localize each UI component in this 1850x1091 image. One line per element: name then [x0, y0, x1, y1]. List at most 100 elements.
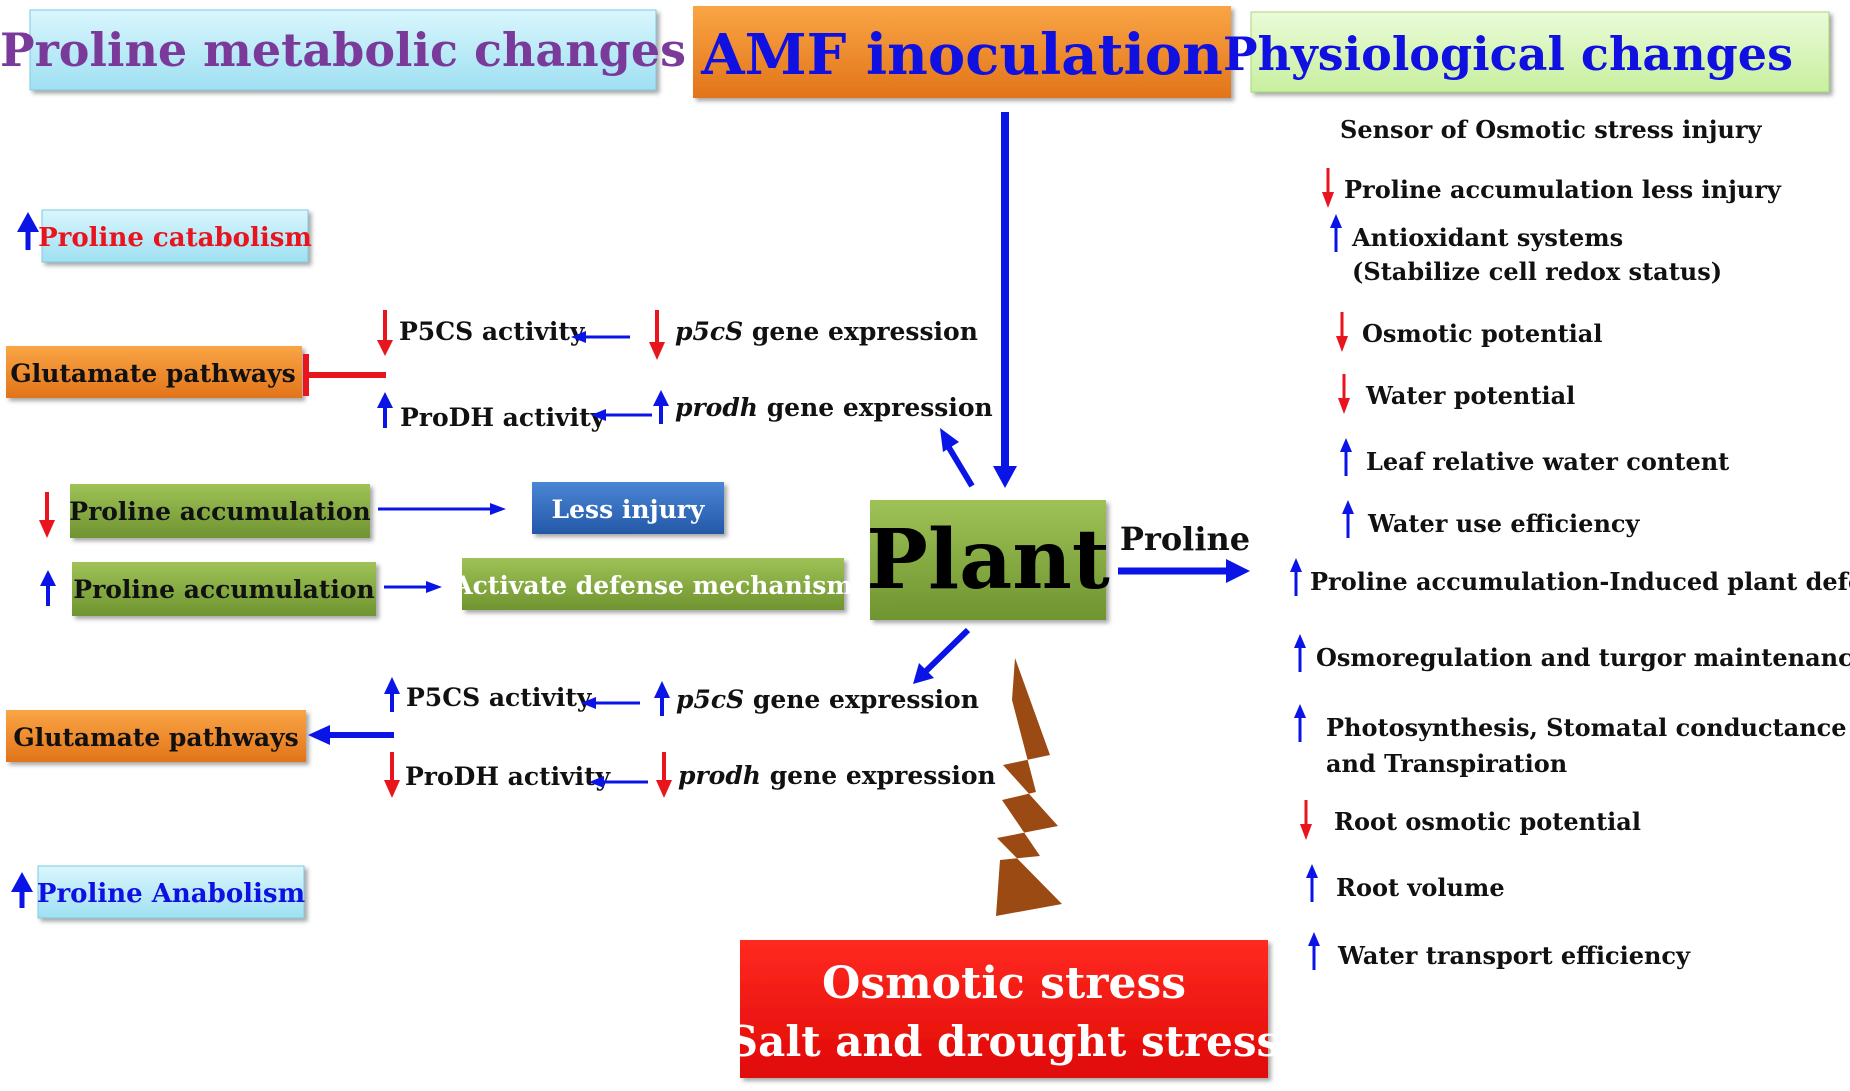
catabolism-group: Proline catabolism	[17, 209, 312, 263]
anabolism-label: Proline Anabolism	[37, 879, 305, 909]
bot-p5cs-up-arrowhead	[384, 677, 400, 694]
physio-item-label: Root volume	[1336, 873, 1505, 902]
physio-up-arrowhead	[1308, 932, 1320, 946]
top-prodh-up-arrowhead	[377, 392, 393, 408]
bot-p5cs-label: P5CS activity	[406, 683, 593, 712]
plant-box	[870, 500, 1106, 620]
osmotic-stress-subtitle: (Salt and drought stress)	[708, 1017, 1300, 1066]
physio-up-arrowhead	[1340, 438, 1352, 452]
plant-label: Plant	[866, 512, 1110, 608]
physio-up-arrowhead	[1294, 634, 1306, 648]
accumulation-row-2: Proline accumulation Activate defense me…	[40, 558, 853, 616]
physio-up-arrowhead	[1330, 214, 1342, 228]
plant-to-p5cs-arrowhead	[913, 663, 934, 684]
physio-item-label: Photosynthesis, Stomatal conductance	[1326, 713, 1847, 742]
top-prodh-gene-label: prodh gene expression	[675, 393, 993, 422]
physio-item-label-continued: and Transpiration	[1326, 749, 1567, 778]
bot-prodh-gene-label: prodh gene expression	[678, 761, 996, 790]
header-left-title: Proline metabolic changes	[0, 23, 686, 77]
physio-item-label: Proline accumulation-Induced plant defen…	[1310, 567, 1850, 596]
top-prodh-label: ProDH activity	[400, 403, 607, 432]
header-right-title: Physiological changes	[1223, 27, 1793, 81]
header-left: Proline metabolic changes	[0, 9, 686, 91]
header-left-box	[29, 9, 657, 91]
physio-item-label: Root osmotic potential	[1334, 807, 1641, 836]
physio-item-label: Proline accumulation less injury	[1344, 175, 1782, 204]
header-right: Physiological changes	[1223, 11, 1830, 93]
plant-node: Plant	[866, 500, 1110, 620]
plant-to-prodh-arrowhead	[940, 428, 959, 452]
bot-p5cs-link-arrowhead	[581, 697, 596, 709]
physio-item-label: Antioxidant systems	[1351, 223, 1623, 252]
plant-proline-arrowhead	[1226, 559, 1250, 583]
physio-item-label: Osmoregulation and turgor maintenance	[1316, 643, 1850, 672]
plant-to-prodh-arrow	[945, 444, 975, 488]
physio-up-arrowhead	[1294, 704, 1306, 718]
osmotic-stress-node: Osmotic stress (Salt and drought stress)	[708, 940, 1300, 1078]
anabolism-box	[37, 865, 305, 919]
top-p5cs-down-arrowhead	[377, 340, 393, 356]
glutamate-top-group: Glutamate pathways	[6, 346, 386, 398]
accum1-down-arrowhead	[39, 520, 55, 538]
physio-item-label: Osmotic potential	[1362, 319, 1602, 348]
bot-prodh-down-arrowhead	[384, 780, 400, 798]
accum2-arrowhead	[426, 581, 442, 593]
physio-up-arrowhead	[1290, 558, 1302, 572]
proline-arrow-label: Proline	[1120, 520, 1250, 558]
physio-down-arrowhead	[1322, 192, 1334, 208]
physio-item-label: Water use efficiency	[1367, 509, 1641, 538]
physio-up-arrowhead	[1342, 500, 1354, 514]
physio-up-arrowhead	[1306, 864, 1318, 878]
bot-prodh-label: ProDH activity	[405, 762, 612, 791]
bottom-activity-group: P5CS activity p5cS gene expression ProDH…	[384, 677, 996, 798]
stress-bolt-icon	[996, 658, 1062, 916]
glutamate-bottom-box	[6, 710, 306, 762]
accum2-box	[72, 562, 376, 616]
anabolism-up-arrowhead	[11, 872, 33, 892]
physio-down-arrowhead	[1300, 824, 1312, 840]
physio-item-label: Water potential	[1365, 381, 1575, 410]
bot-p5cs-gene-up-arrowhead	[654, 681, 670, 698]
less-injury-label: Less injury	[552, 495, 706, 524]
defense-label: Activate defense mechanism	[452, 571, 853, 600]
glutamate-bottom-group: Glutamate pathways	[6, 710, 394, 762]
catabolism-box	[41, 209, 309, 263]
bot-prodh-link-arrowhead	[589, 776, 604, 788]
glutamate-top-label: Glutamate pathways	[10, 359, 295, 388]
physio-down-arrowhead	[1336, 336, 1348, 352]
anabolism-group: Proline Anabolism	[11, 865, 305, 919]
top-p5cs-gene-label: p5cS gene expression	[675, 317, 978, 346]
glutamate-top-box	[6, 346, 302, 398]
physio-item-label: Water transport efficiency	[1337, 941, 1691, 970]
top-activity-group: P5CS activity p5cS gene expression ProDH…	[377, 310, 993, 432]
accumulation-row-1: Proline accumulation Less injury	[39, 482, 724, 538]
header-center: AMF inoculation	[693, 6, 1231, 98]
physio-item-label-continued: (Stabilize cell redox status)	[1352, 257, 1722, 286]
accum2-up-arrowhead	[40, 570, 56, 586]
top-p5cs-link-arrowhead	[571, 331, 586, 343]
glutamate-bottom-arrowhead	[308, 725, 330, 745]
physio-down-arrowhead	[1338, 398, 1350, 414]
header-center-box	[693, 6, 1231, 98]
accum1-label: Proline accumulation	[69, 497, 370, 526]
physio-item-label: Leaf relative water content	[1366, 447, 1729, 476]
glutamate-bottom-label: Glutamate pathways	[13, 723, 298, 752]
catabolism-up-arrowhead	[17, 212, 39, 232]
accum1-arrowhead	[490, 503, 506, 515]
plant-to-p5cs-arrow	[922, 627, 971, 675]
physiological-list: Proline accumulation less injuryAntioxid…	[1290, 168, 1850, 970]
osmotic-stress-title: Osmotic stress	[822, 958, 1186, 1009]
header-right-box	[1250, 11, 1830, 93]
less-injury-box	[532, 482, 724, 534]
osmotic-stress-box	[740, 940, 1268, 1078]
catabolism-label: Proline catabolism	[38, 223, 312, 253]
defense-box	[462, 558, 844, 610]
bot-prodh-gene-down-arrowhead	[656, 780, 672, 798]
amf-to-plant-arrowhead	[993, 466, 1017, 488]
top-p5cs-label: P5CS activity	[399, 317, 586, 346]
accum1-box	[70, 484, 370, 538]
top-p5cs-gene-down-arrowhead	[649, 342, 665, 360]
accum2-label: Proline accumulation	[73, 575, 374, 604]
bot-p5cs-gene-label: p5cS gene expression	[676, 685, 979, 714]
